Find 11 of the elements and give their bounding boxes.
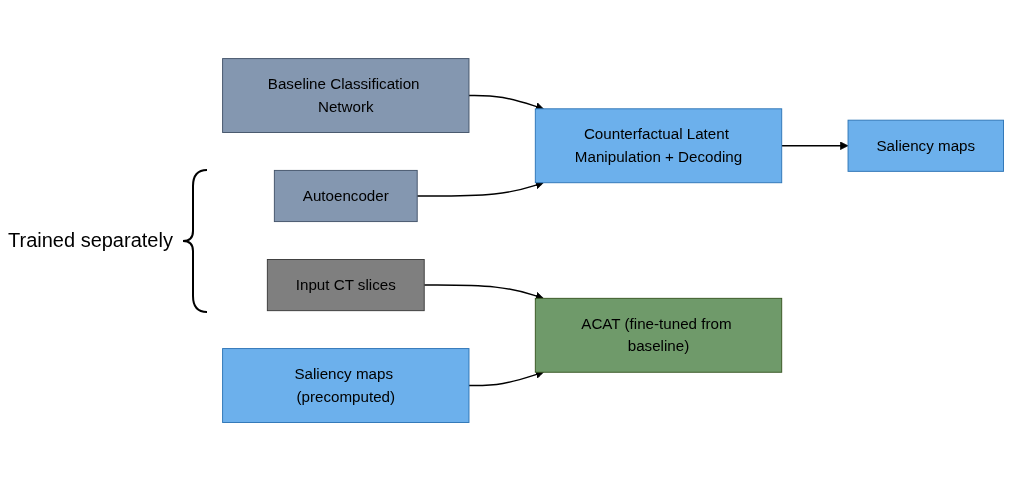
node-box: Saliency maps xyxy=(847,119,1004,172)
group-note: Trained separately xyxy=(8,229,173,252)
arrow xyxy=(780,141,849,150)
node-box: Autoencoder xyxy=(273,169,418,223)
node-box: Counterfactual Latent Manipulation + Decoding xyxy=(534,108,783,184)
node-box: ACAT (fine-tuned from baseline) xyxy=(534,297,783,373)
arrow xyxy=(416,181,544,197)
node-box: Saliency maps (precomputed) xyxy=(222,348,470,423)
arrow xyxy=(423,284,544,300)
node-box: Baseline Classification Network xyxy=(222,58,470,133)
node-box: Input CT slices xyxy=(266,258,425,312)
